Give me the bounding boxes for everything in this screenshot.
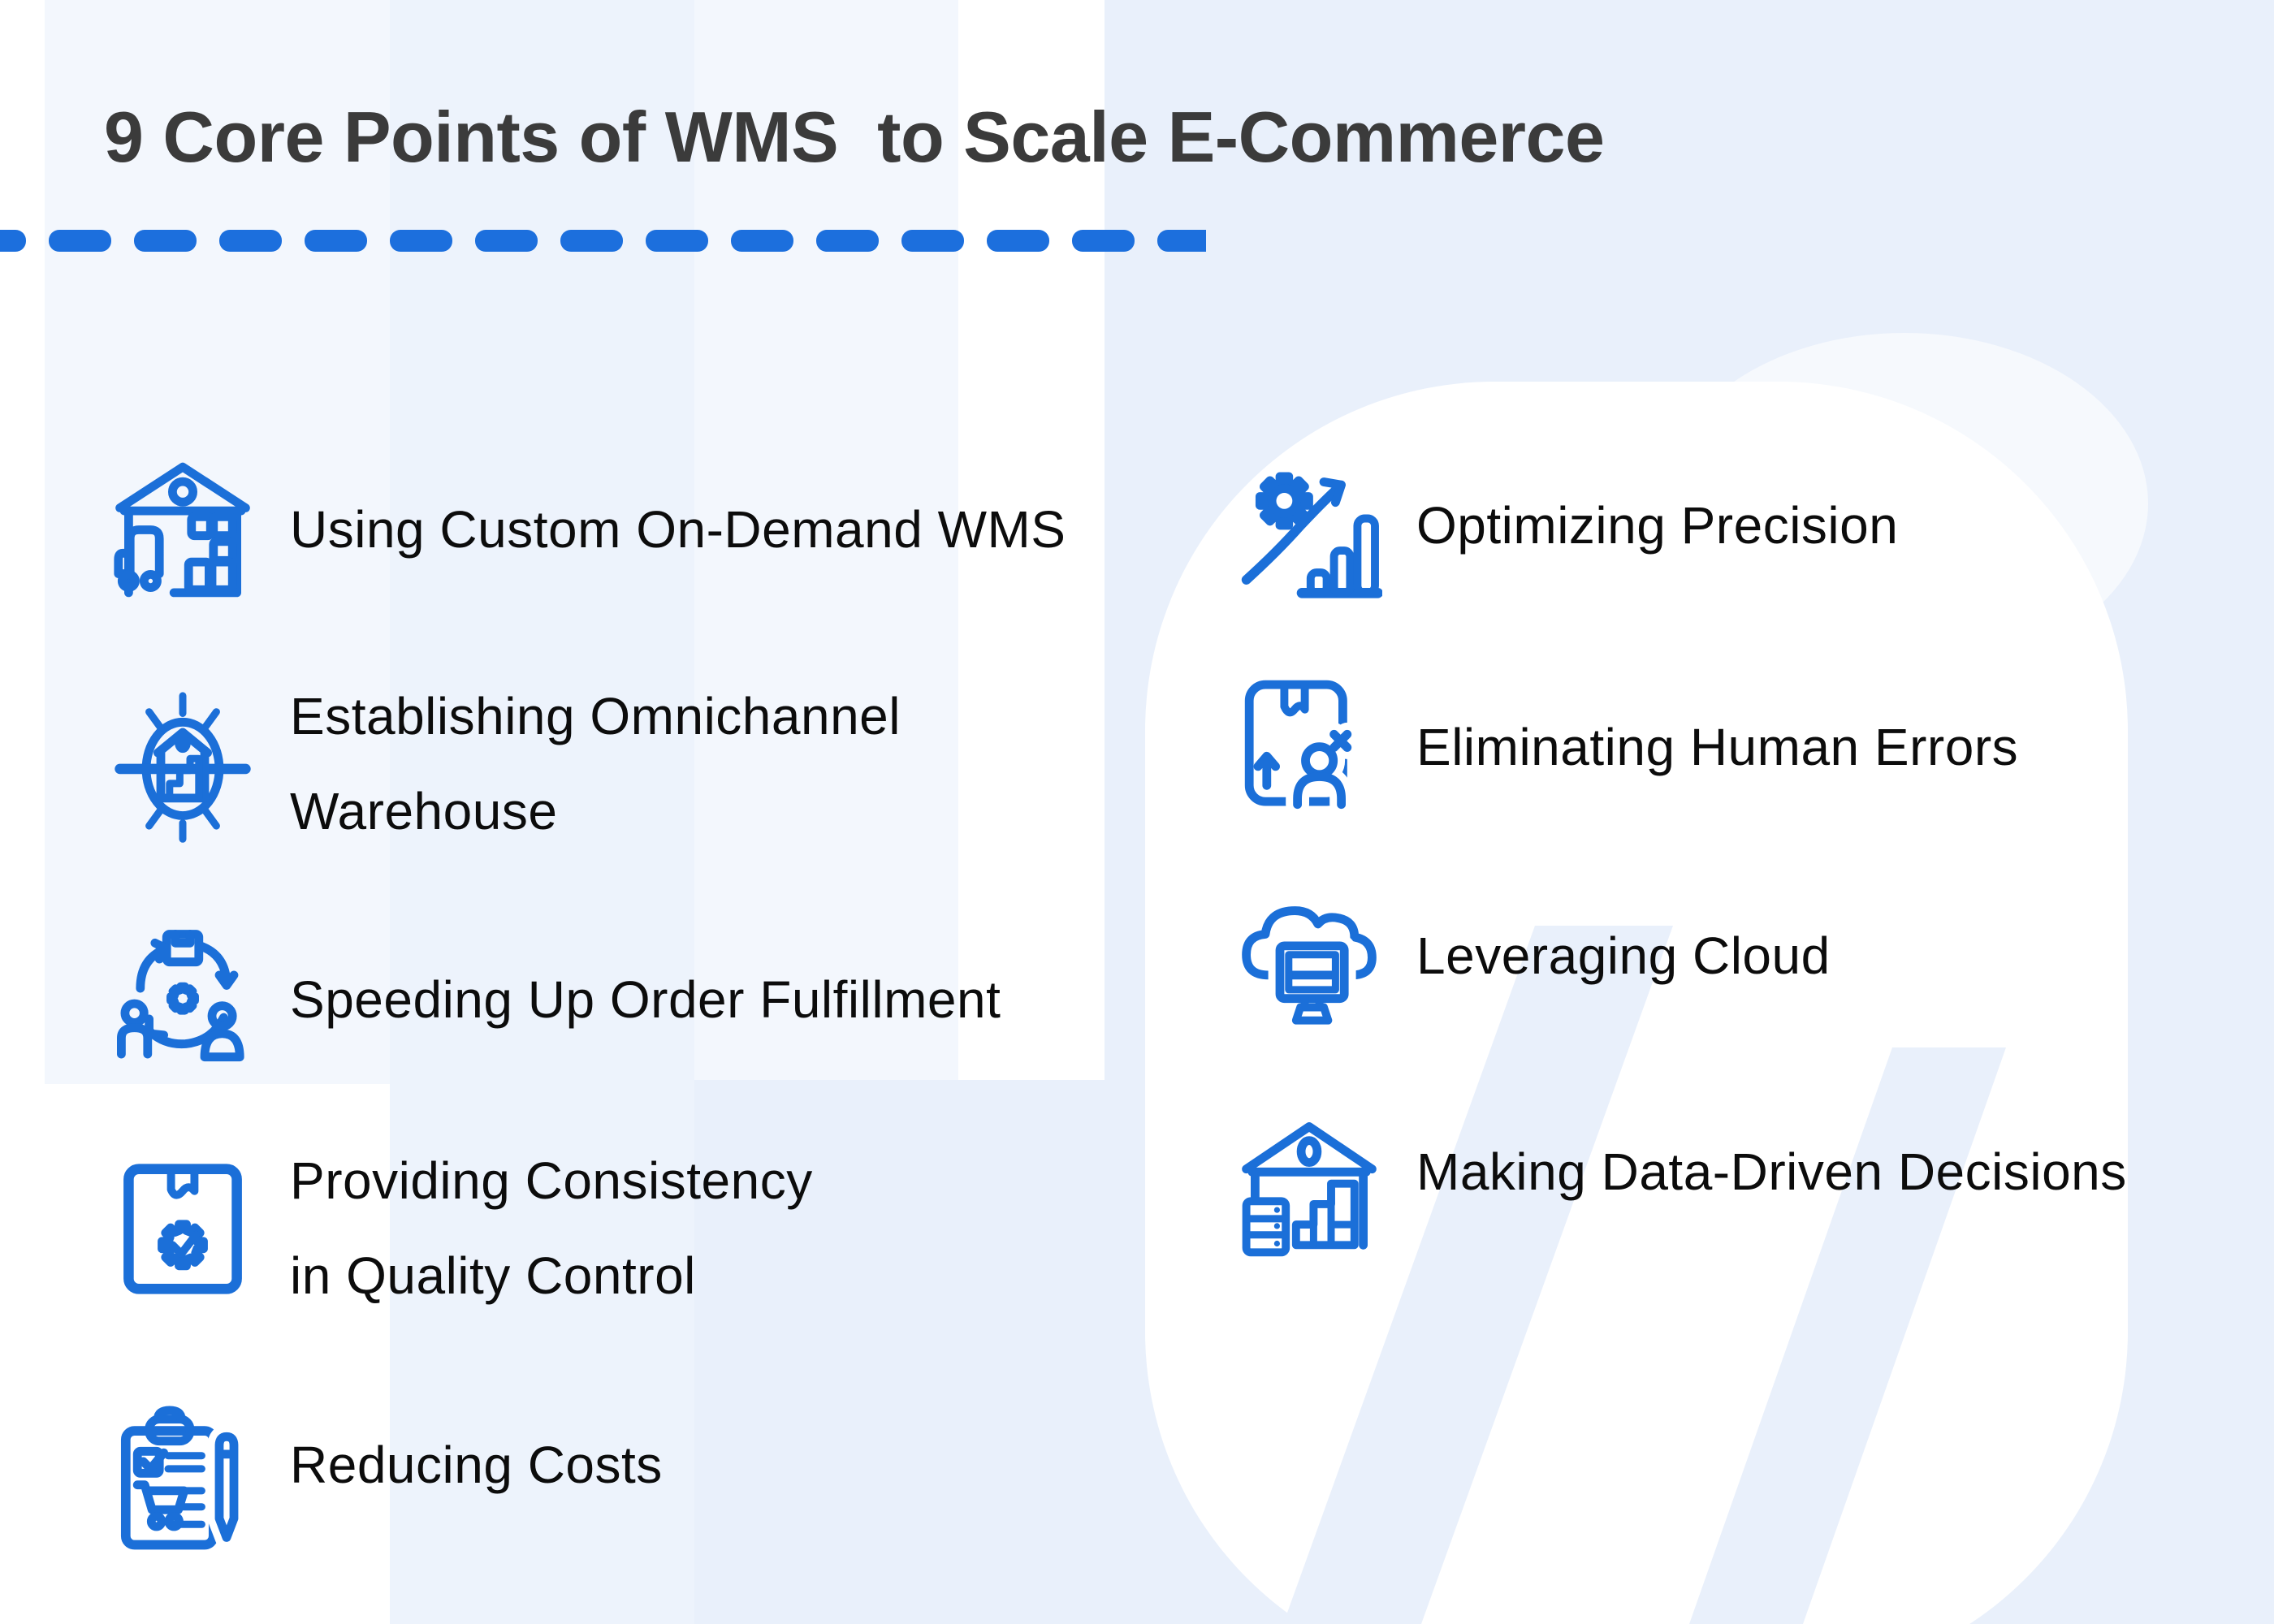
divider-dash	[305, 230, 367, 252]
divider-dash	[646, 230, 708, 252]
divider-dash	[560, 230, 623, 252]
item-label: Leveraging Cloud	[1416, 926, 1831, 985]
list-item: Establishing Omnichannel Warehouse	[110, 680, 901, 848]
package-person-error-icon	[1236, 668, 1382, 827]
list-item: Eliminating Human Errors	[1236, 668, 2018, 827]
divider-dash	[0, 230, 26, 252]
divider-dash	[134, 230, 197, 252]
clipboard-pen-icon	[110, 1400, 256, 1558]
quality-package-gear-icon	[110, 1150, 256, 1308]
divider-dash	[49, 230, 111, 252]
list-item: Using Custom On-Demand WMS	[110, 450, 1066, 609]
list-item: Leveraging Cloud	[1236, 879, 1831, 1033]
divider-dash	[475, 230, 538, 252]
list-item: Making Data-Driven Decisions	[1236, 1107, 2127, 1263]
list-item: Optimizing Precision	[1236, 443, 1898, 609]
divider-dash	[987, 230, 1049, 252]
list-item: Providing Consistency in Quality Control	[110, 1144, 813, 1313]
item-label: Speeding Up Order Fulfillment	[290, 970, 1001, 1029]
item-label: Using Custom On-Demand WMS	[290, 499, 1066, 559]
list-item: Reducing Costs	[110, 1391, 663, 1566]
item-label: Making Data-Driven Decisions	[1416, 1142, 2127, 1201]
list-item: Speeding Up Order Fulfillment	[110, 919, 1001, 1080]
item-label: Establishing Omnichannel Warehouse	[290, 687, 901, 840]
cloud-monitor-icon	[1236, 877, 1382, 1035]
item-label: Optimizing Precision	[1416, 496, 1899, 555]
divider-dash	[1157, 230, 1206, 252]
warehouse-analytics-icon	[1236, 1106, 1382, 1264]
divider-dash	[816, 230, 879, 252]
dashed-divider	[0, 230, 1206, 252]
divider-dash	[219, 230, 282, 252]
item-label: Eliminating Human Errors	[1416, 718, 2019, 776]
page-title: 9 Core Points of WMS to Scale E-Commerce	[104, 97, 1605, 177]
divider-dash	[1072, 230, 1135, 252]
order-fulfillment-cycle-icon	[110, 921, 256, 1079]
gear-growth-chart-icon	[1236, 447, 1382, 605]
divider-dash	[390, 230, 452, 252]
omnichannel-globe-icon	[110, 685, 256, 844]
warehouse-truck-icon	[110, 451, 256, 609]
divider-dash	[731, 230, 793, 252]
item-label: Reducing Costs	[290, 1435, 663, 1494]
divider-dash	[901, 230, 964, 252]
item-label: Providing Consistency in Quality Control	[290, 1151, 813, 1305]
